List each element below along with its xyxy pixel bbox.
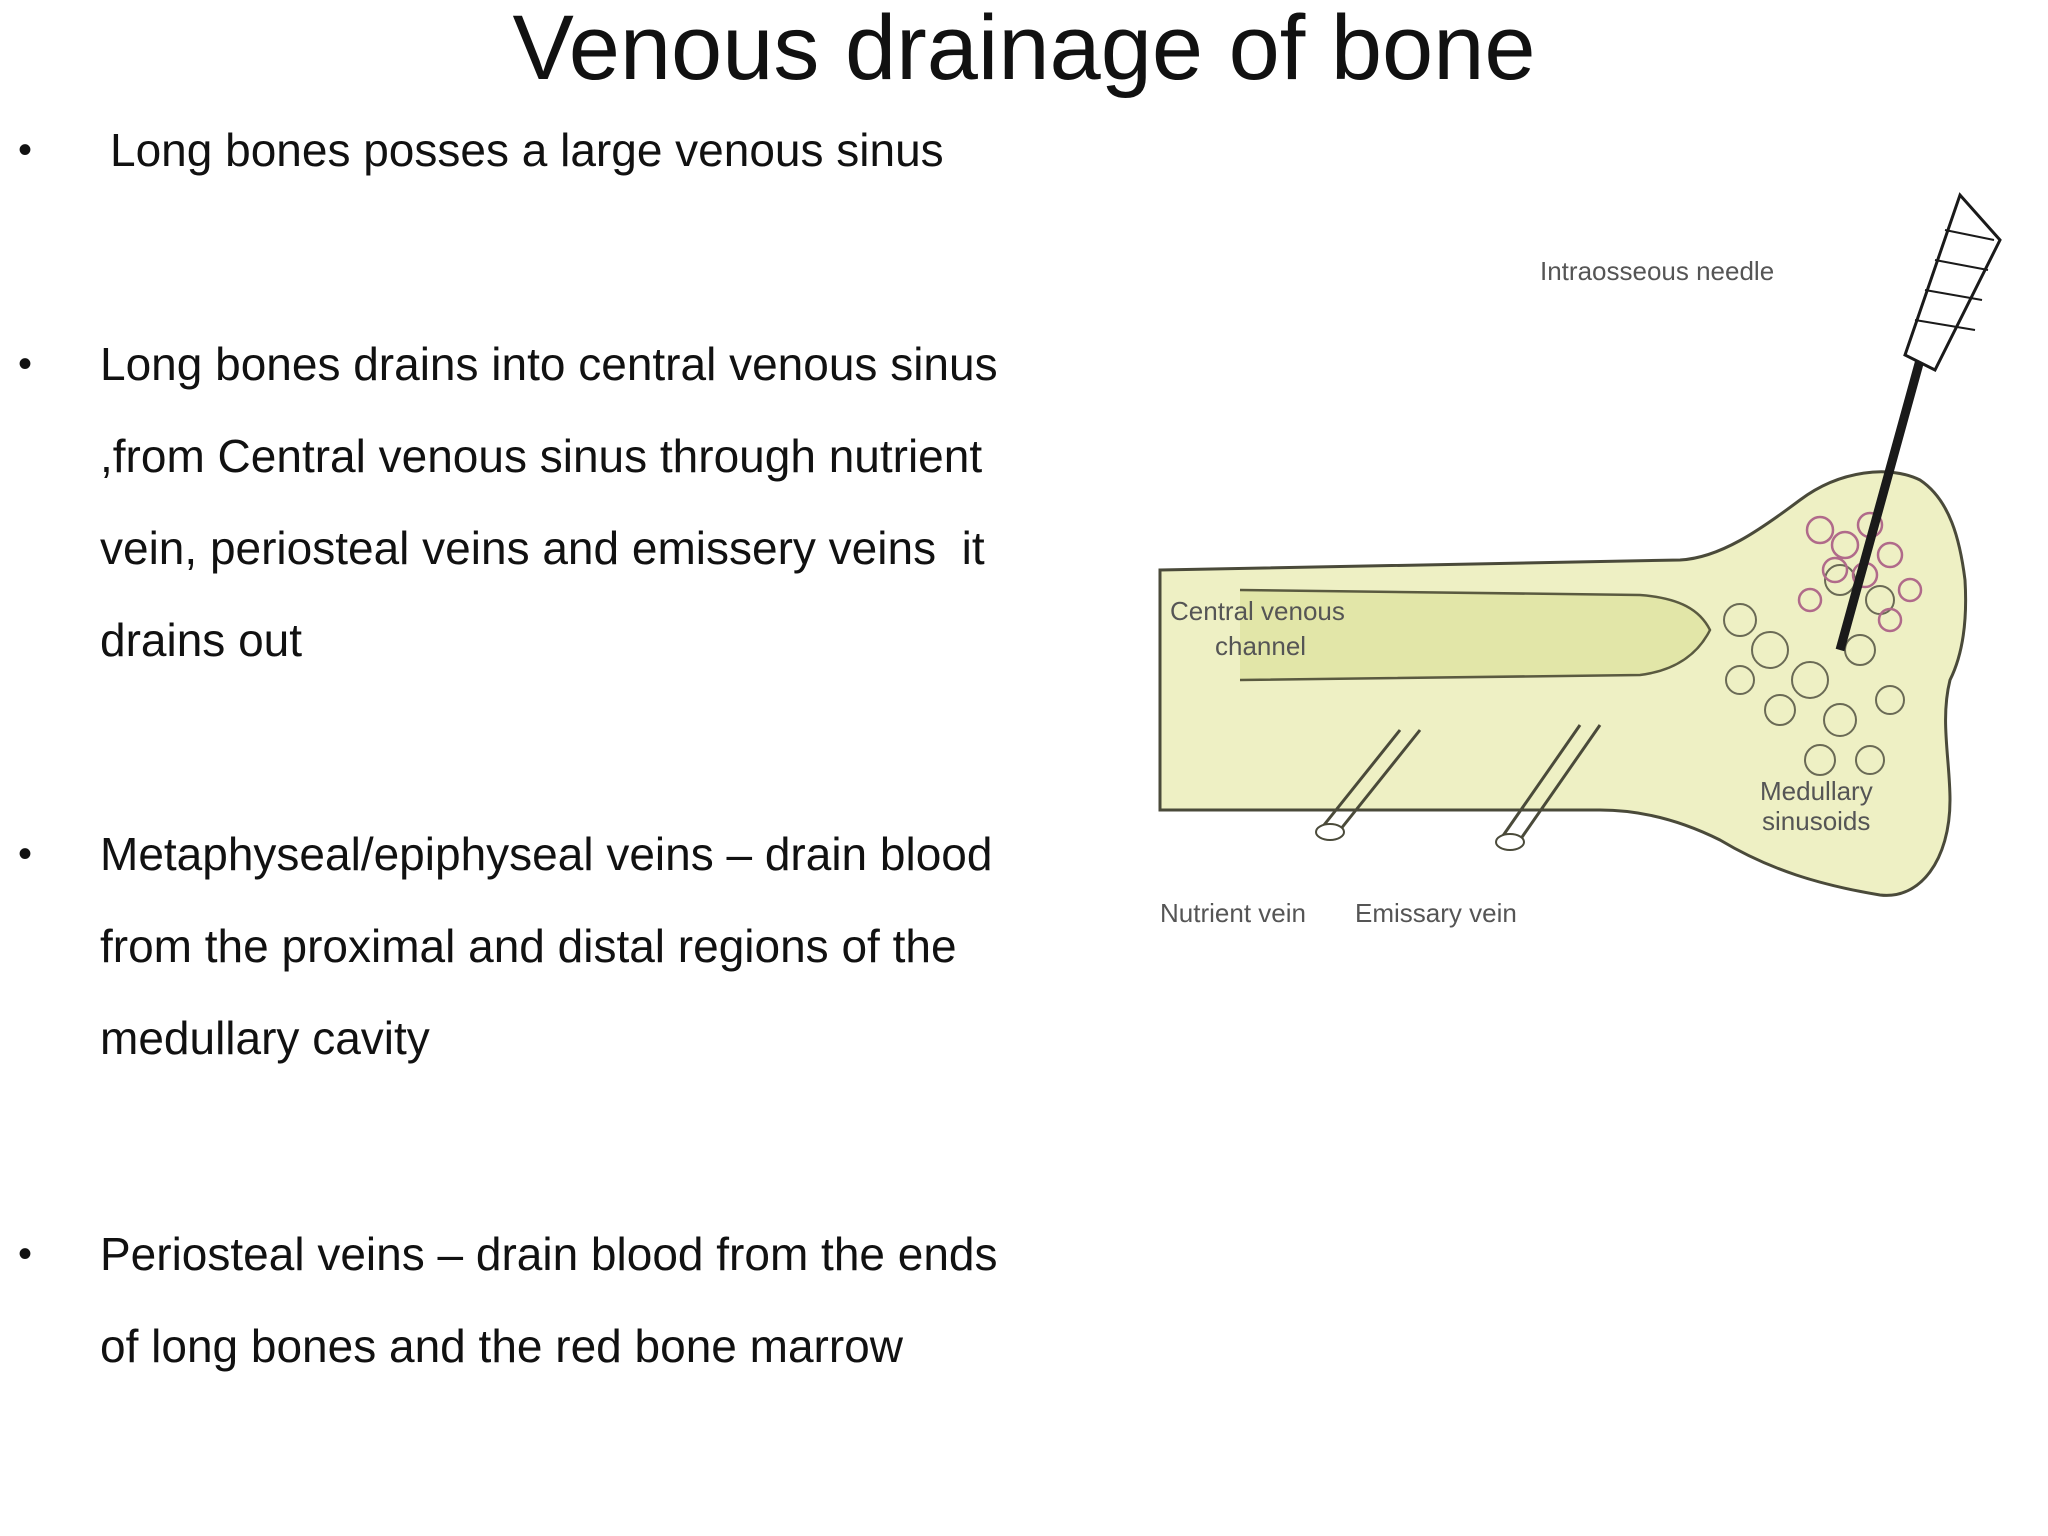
bone-outline [1158, 470, 1968, 897]
bullet-symbol: • [18, 128, 33, 172]
slide-title: Venous drainage of bone [512, 0, 1536, 99]
bullet-symbol: • [18, 832, 33, 876]
bullet-text: Periosteal veins – drain blood from the … [100, 1228, 998, 1372]
label-medullary-sinusoids-2: sinusoids [1762, 806, 1870, 836]
medullary-sinusoids [1723, 564, 1905, 776]
bullet-symbol: • [18, 1232, 33, 1276]
central-venous-channel [1239, 588, 1712, 682]
bullet-text: Long bones drains into central venous si… [100, 338, 998, 666]
label-central-venous-channel-2: channel [1215, 631, 1306, 661]
bullet-symbol: • [18, 342, 33, 386]
bone-illustration: Intraosseous needle Central venous chann… [1158, 192, 2002, 928]
label-intraosseous-needle: Intraosseous needle [1540, 256, 1774, 286]
emissary-vein [1495, 724, 1602, 851]
bullet-text: Long bones posses a large venous sinus [110, 124, 944, 176]
bone-venous-drainage-figure: Intraosseous needle Central venous chann… [1120, 180, 2048, 1080]
nutrient-vein [1315, 729, 1422, 841]
label-medullary-sinusoids-1: Medullary [1760, 776, 1873, 806]
label-central-venous-channel-1: Central venous [1170, 596, 1345, 626]
intraosseous-needle [1835, 192, 2002, 652]
label-nutrient-vein: Nutrient vein [1160, 898, 1306, 928]
bullet-text: Metaphyseal/epiphyseal veins – drain blo… [100, 828, 993, 1064]
label-emissary-vein: Emissary vein [1355, 898, 1517, 928]
